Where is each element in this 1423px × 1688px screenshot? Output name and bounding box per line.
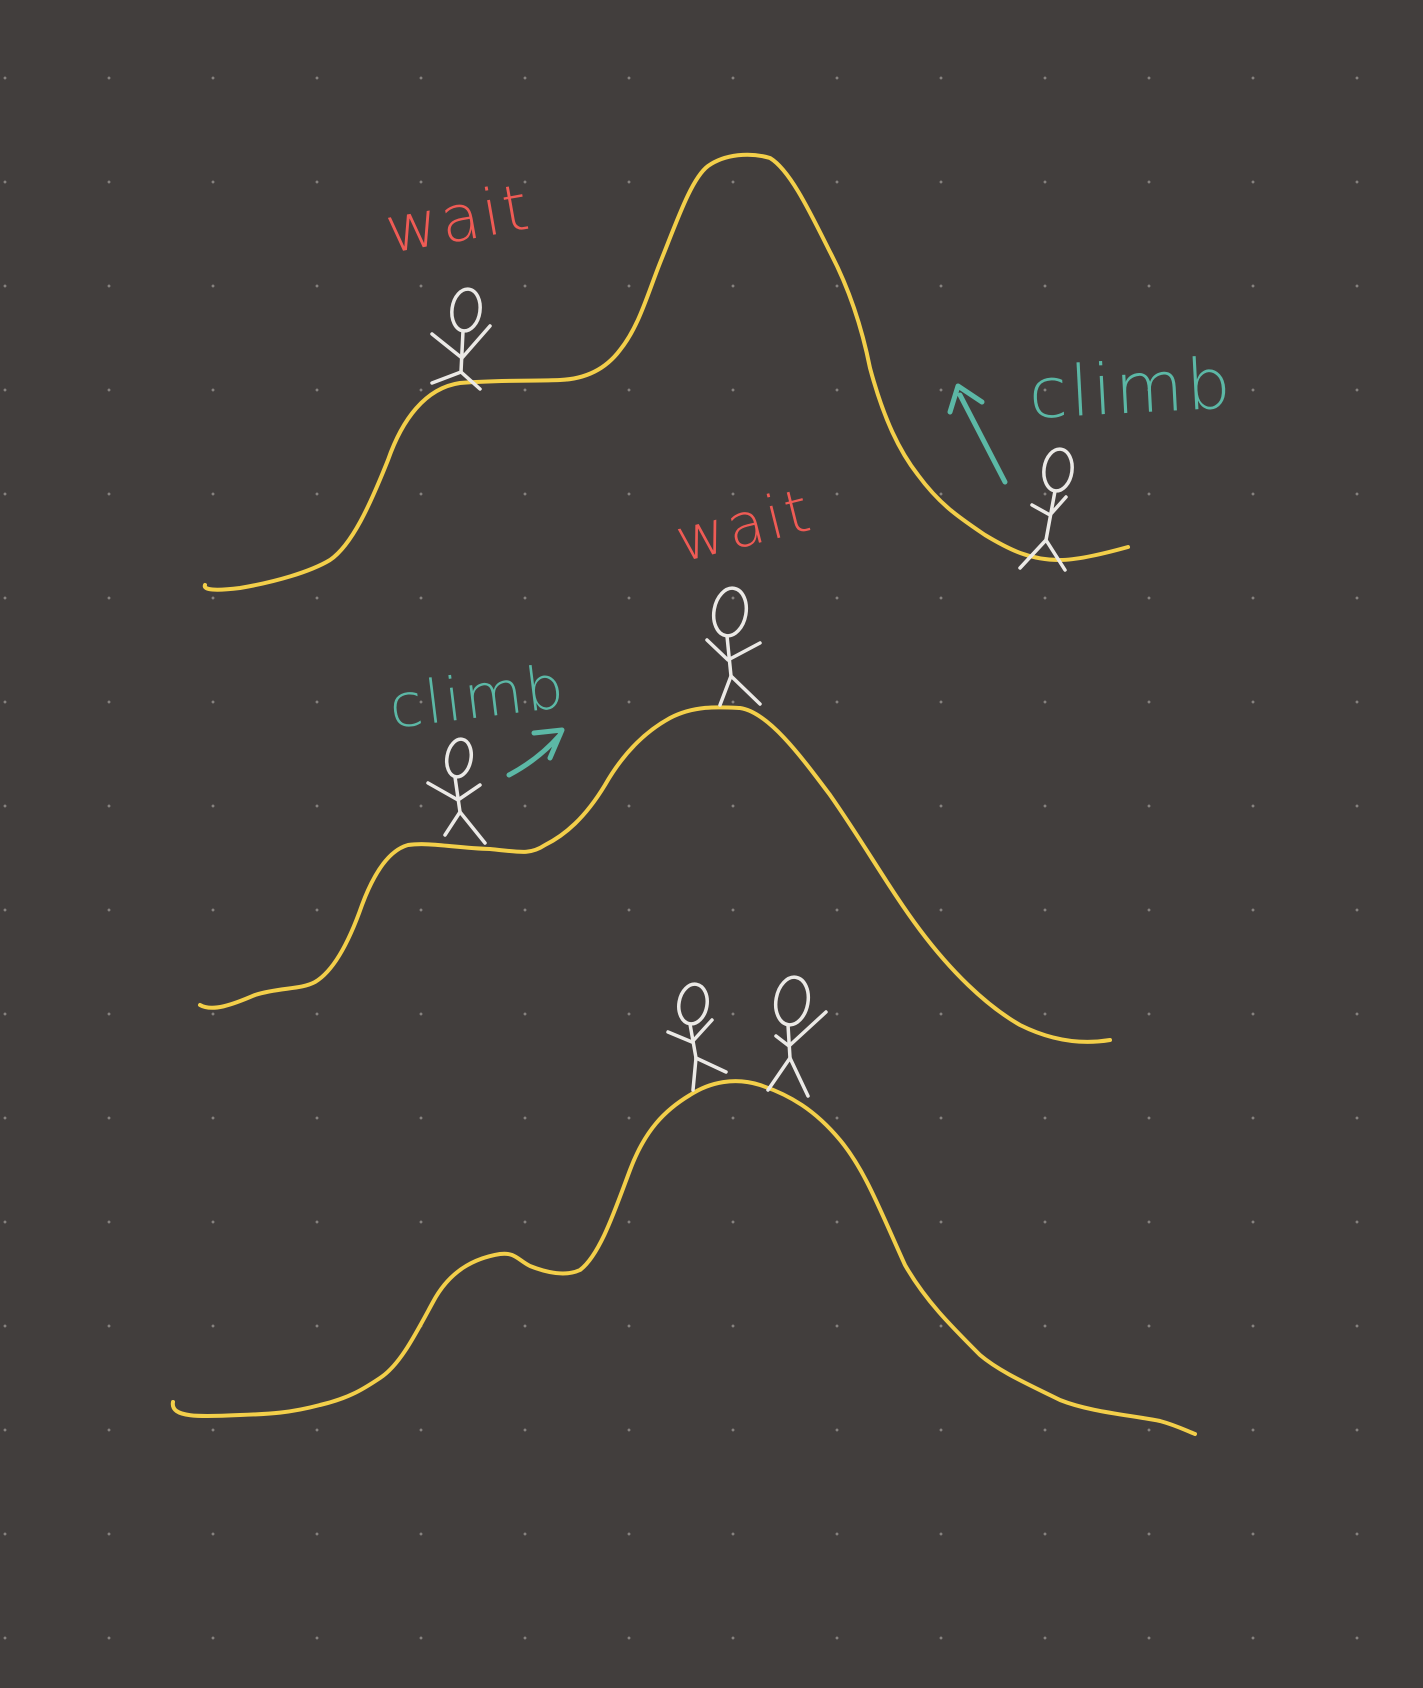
stick-figure-waiting-on-ledge — [430, 287, 492, 391]
stick-figure-on-summit-left — [666, 982, 728, 1092]
hill-curve-2 — [198, 705, 1112, 1044]
hill-curve-3 — [170, 1079, 1197, 1436]
arrow-up-right-icon — [506, 727, 565, 778]
wait-label-2: wait — [669, 475, 820, 576]
stick-figure-waiting-on-peak — [705, 586, 762, 707]
stick-figure-climbing-to-peak — [426, 737, 487, 845]
stick-figure-on-summit-right — [766, 975, 828, 1098]
panel-3 — [170, 975, 1197, 1436]
wait-label-1: wait — [380, 170, 537, 268]
hill-curve-1 — [202, 152, 1130, 592]
climb-label-1: climb — [1027, 342, 1236, 435]
panel-2: wait climb — [198, 475, 1112, 1044]
arrow-up-left-icon — [947, 383, 1008, 485]
climb-label-2: climb — [385, 652, 570, 743]
stick-figure-climbing-from-valley — [1018, 447, 1074, 572]
